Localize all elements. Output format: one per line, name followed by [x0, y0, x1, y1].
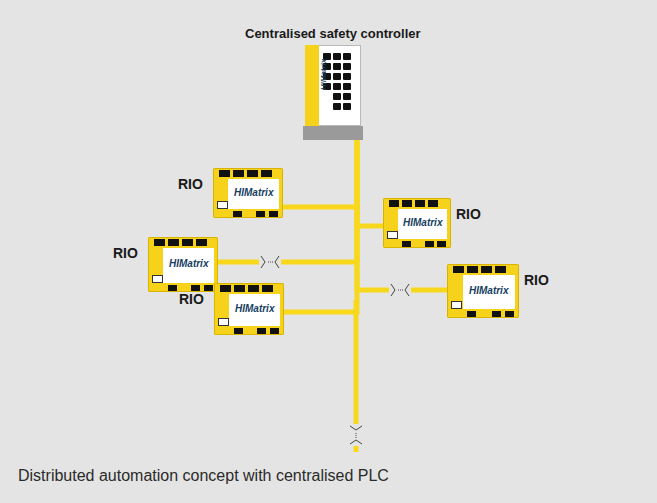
brand-logo: HIMatrix [235, 303, 274, 314]
terminal-block [495, 266, 506, 273]
controller-title: Centralised safety controller [245, 26, 421, 41]
terminal-block [270, 328, 279, 334]
break-mark [350, 424, 362, 446]
status-icon [152, 275, 163, 283]
status-icon [217, 201, 228, 209]
terminal-block [233, 211, 242, 217]
terminal-block [191, 285, 200, 291]
module-label: RIO [524, 272, 549, 288]
terminal-block [343, 73, 351, 80]
terminal-block [402, 200, 412, 207]
terminal-block [168, 285, 177, 291]
terminal-block [467, 266, 478, 273]
terminal-block [343, 63, 351, 70]
bus-connector [283, 140, 357, 207]
terminal-block [425, 241, 434, 247]
terminal-block [196, 239, 207, 246]
controller-strip [305, 45, 319, 126]
terminal-block [219, 170, 230, 177]
brand-logo: HIMatrix [469, 285, 508, 296]
terminal-block [505, 311, 514, 317]
remote-io-module: RIOHIMatrix [213, 168, 283, 218]
status-icon [387, 231, 398, 239]
terminal-block [437, 241, 446, 247]
terminal-block [269, 211, 278, 217]
terminal-block [248, 285, 259, 292]
terminal-block [247, 170, 258, 177]
mounting-plate [303, 126, 363, 140]
bus-connector [357, 140, 447, 290]
bus-connector [284, 140, 357, 312]
brand-logo: HIMatrix [403, 217, 442, 228]
terminal-block [343, 53, 351, 60]
bus-connector [357, 140, 383, 226]
terminal-block [428, 200, 438, 207]
terminal-block [154, 239, 165, 246]
terminal-block [257, 328, 266, 334]
bus-connector [218, 140, 357, 262]
break-mark [389, 284, 411, 296]
terminal-block [233, 170, 244, 177]
remote-io-module: RIOHIMatrix [447, 264, 519, 318]
terminal-block [234, 285, 245, 292]
terminal-block [343, 103, 351, 110]
terminal-block [333, 93, 341, 100]
terminal-block [262, 285, 273, 292]
terminal-block [261, 170, 272, 177]
status-icon [218, 318, 229, 326]
terminal-block [168, 239, 179, 246]
brand-logo: HIMatrix [169, 258, 208, 269]
terminal-block [389, 200, 399, 207]
terminal-block [234, 328, 243, 334]
terminal-block [333, 103, 341, 110]
terminal-block [492, 311, 501, 317]
terminal-block [343, 93, 351, 100]
remote-io-module: RIOHIMatrix [148, 237, 218, 292]
terminal-block [343, 83, 351, 90]
caption: Distributed automation concept with cent… [18, 467, 389, 485]
brand-logo: HIMatrix [234, 187, 273, 198]
terminal-block [402, 241, 411, 247]
terminal-block [333, 53, 341, 60]
terminal-block [333, 83, 341, 90]
terminal-block [481, 266, 492, 273]
break-mark [259, 256, 281, 268]
terminal-block [182, 239, 193, 246]
remote-io-module: RIOHIMatrix [383, 198, 451, 248]
terminal-block [333, 63, 341, 70]
module-label: RIO [113, 245, 138, 261]
terminal-block [453, 266, 464, 273]
remote-io-module: RIOHIMatrix [214, 283, 284, 335]
terminal-block [220, 285, 231, 292]
module-label: RIO [178, 176, 203, 192]
brand-logo: HIMatrix [319, 59, 328, 91]
terminal-block [415, 200, 425, 207]
terminal-block [333, 73, 341, 80]
module-label: RIO [179, 291, 204, 307]
terminal-block [467, 311, 476, 317]
module-label: RIO [456, 206, 481, 222]
terminal-block [204, 285, 213, 291]
terminal-block [256, 211, 265, 217]
safety-controller: Centralised safety controllerHIMatrix [305, 45, 361, 140]
status-icon [451, 301, 462, 309]
